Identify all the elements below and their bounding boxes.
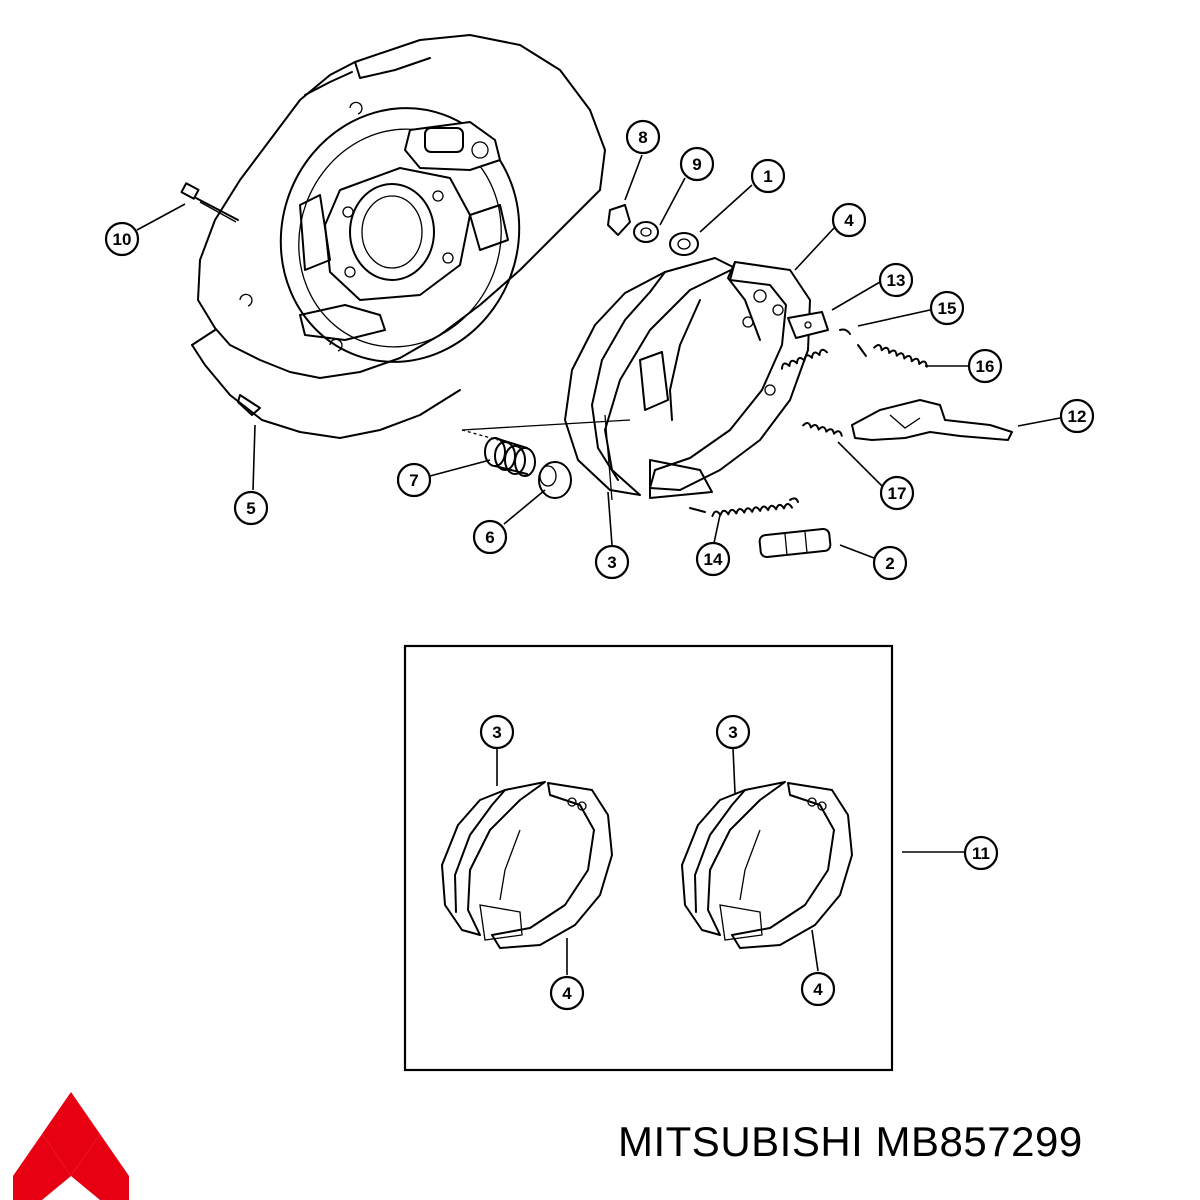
brand-title: MITSUBISHI MB857299 (618, 1118, 1158, 1178)
kit-callout-3b: 3 (728, 723, 737, 742)
bolt (180, 182, 239, 223)
kit-callout-4b: 4 (813, 980, 823, 999)
callout-7: 7 (409, 471, 418, 490)
logo-diamond-right (71, 1134, 129, 1200)
kit-callout-4b-circle (800, 971, 836, 1007)
kit-shoe-pair-left (441, 781, 613, 949)
callout-3: 3 (607, 553, 616, 572)
kit-shoe-pair-right (681, 781, 853, 949)
kit-callout-3a: 3 (492, 723, 501, 742)
spring-16 (857, 344, 928, 368)
callout-13-circle (878, 262, 914, 298)
callout-17: 17 (888, 484, 907, 503)
callout-11: 11 (972, 844, 990, 863)
brake-shoe-assembly (461, 257, 811, 501)
callout-11-circle (963, 835, 999, 871)
callout-16-circle (967, 348, 1003, 384)
callout-17-circle (879, 475, 915, 511)
callout-12: 12 (1068, 407, 1087, 426)
brand-name: MITSUBISHI (618, 1118, 864, 1165)
callout-14-circle (695, 541, 731, 577)
kit-callout-4a-circle (549, 975, 585, 1011)
callout-5-circle (233, 490, 269, 526)
callout-12-circle (1059, 398, 1095, 434)
spring-14 (689, 497, 799, 517)
spring-7 (484, 437, 536, 477)
backing-plate (191, 34, 606, 439)
spring-17 (802, 422, 843, 437)
shoe-kit-box: 11 (403, 644, 999, 1072)
kit-callout-3b-circle (715, 714, 751, 750)
washer-9 (633, 221, 659, 243)
callouts-upper: 8 9 1 4 13 15 16 12 17 10 (104, 119, 1095, 581)
callout-2-circle (872, 545, 908, 581)
callout-6: 6 (485, 528, 494, 547)
kit-callout-3a-circle (479, 714, 515, 750)
parking-strut (851, 399, 1013, 441)
kit-callout-4a: 4 (562, 984, 572, 1003)
callout-13: 13 (887, 271, 906, 290)
callout-5: 5 (246, 499, 255, 518)
callout-6-circle (472, 519, 508, 555)
callout-8: 8 (638, 128, 647, 147)
callout-8-circle (625, 119, 661, 155)
callout-1-circle (750, 158, 786, 194)
part-number: MB857299 (875, 1118, 1083, 1165)
spring-cap (538, 461, 572, 499)
callout-10-circle (104, 221, 140, 257)
kit-callouts: 3 4 3 4 (479, 714, 836, 1011)
callout-1: 1 (763, 167, 772, 186)
spring-upper (780, 348, 828, 370)
logo-diamond-left (13, 1134, 71, 1200)
callout-4: 4 (844, 211, 854, 230)
adjuster (758, 527, 832, 559)
callout-9: 9 (692, 155, 701, 174)
callout-14: 14 (704, 550, 723, 569)
callout-10: 10 (113, 230, 132, 249)
callout-2: 2 (885, 554, 894, 573)
callout-3-circle (594, 544, 630, 580)
hook-15 (839, 328, 851, 335)
callout-4-circle (831, 202, 867, 238)
callout-15: 15 (938, 299, 957, 318)
clip-8 (607, 204, 631, 236)
three-diamonds-logo (13, 1092, 129, 1200)
washer-1 (669, 232, 699, 256)
callout-9-circle (679, 146, 715, 182)
adjuster-lever (787, 311, 829, 339)
callout-16: 16 (976, 357, 995, 376)
callout-7-circle (396, 462, 432, 498)
callout-15-circle (929, 290, 965, 326)
